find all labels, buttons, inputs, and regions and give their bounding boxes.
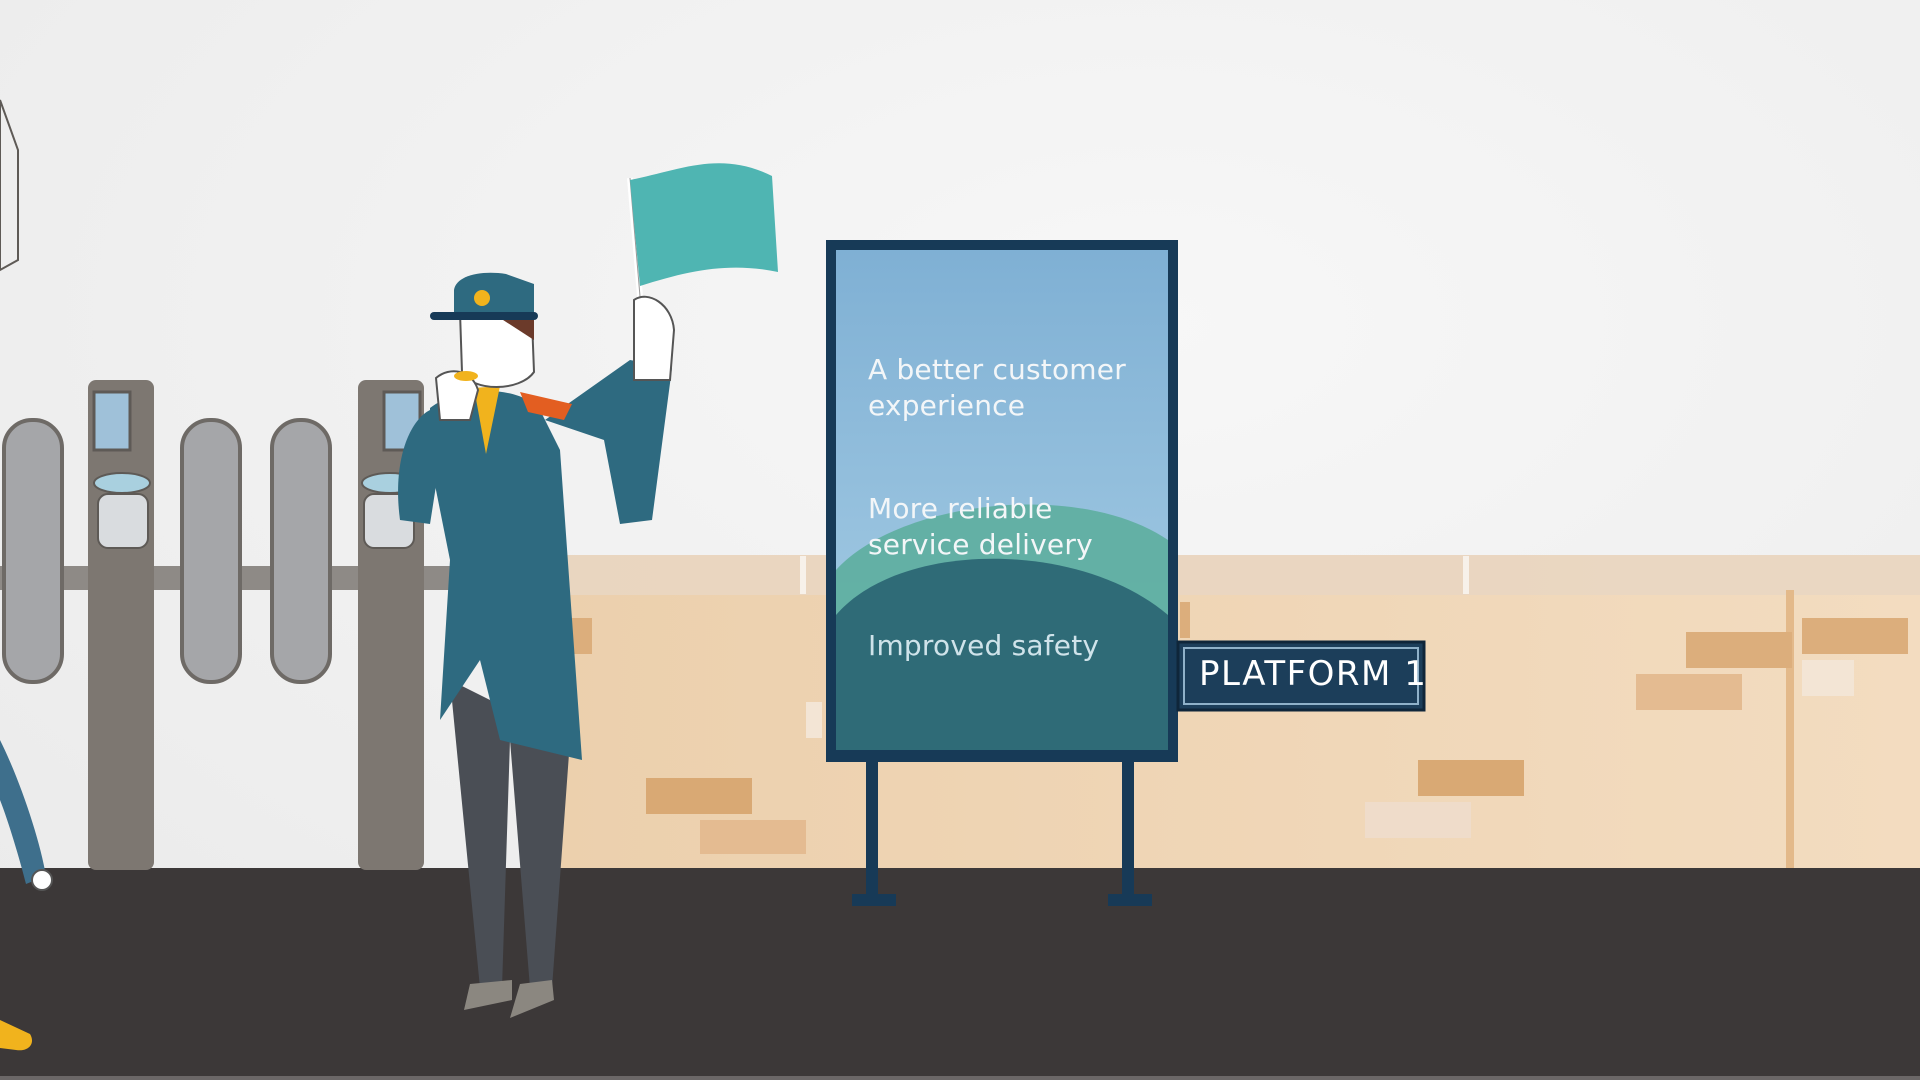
platform-floor (0, 868, 1920, 1080)
ticket-gates (0, 380, 460, 870)
notice-board (826, 240, 1178, 906)
board-item-improved-safety: Improved safety (868, 629, 1100, 662)
gate-post (88, 380, 154, 870)
platform-sign (1176, 640, 1426, 712)
board-item-customer-experience: A better customer experience (868, 353, 1126, 422)
platform-sign-label: PLATFORM 1 (1199, 654, 1428, 694)
board-item-reliable-service: More reliable service delivery (868, 492, 1093, 561)
passenger-figure (0, 99, 53, 1051)
brick-wall (560, 555, 1920, 870)
station-guard (398, 163, 778, 1018)
